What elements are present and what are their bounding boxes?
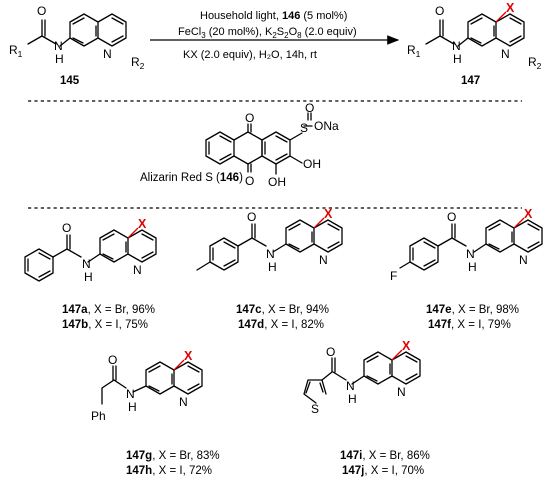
- nitrogen-atom: N: [54, 39, 63, 53]
- substrate-145: [27, 13, 127, 47]
- r2-atom: R2: [131, 55, 145, 71]
- hydrogen-atom: H: [55, 52, 64, 66]
- product-147i-label: 147i, X = Br, 86%: [340, 450, 430, 462]
- product-147h-label: 147h, X = I, 72%: [126, 465, 212, 477]
- oxygen-atom: O: [245, 111, 254, 125]
- substrate-label: 145: [60, 75, 80, 87]
- hydroxyl-label: OH: [303, 157, 321, 171]
- halogen-x-label: X: [324, 207, 333, 221]
- quinoline-nitrogen: N: [519, 253, 528, 267]
- quinoline-nitrogen: N: [501, 47, 510, 61]
- product-147a-147b: [24, 227, 157, 282]
- thiophene-sulfur: S: [311, 402, 319, 416]
- r2-atom: R2: [528, 55, 542, 71]
- hydrogen-atom: H: [468, 260, 477, 274]
- quinoline-nitrogen: N: [319, 253, 328, 267]
- product-147c-147d: [196, 217, 343, 271]
- product-147e-147f: [399, 217, 543, 271]
- product-147i-147j: [303, 349, 421, 404]
- alizarin-red-s-structure: [205, 112, 313, 175]
- oxygen-atom: O: [447, 210, 456, 224]
- oxygen-atom: O: [305, 101, 314, 115]
- halogen-x-label: X: [402, 339, 411, 353]
- product-147g-label: 147g, X = Br, 83%: [126, 450, 220, 462]
- halogen-x-label: X: [524, 207, 533, 221]
- nitrogen-atom: N: [466, 247, 475, 261]
- product-147c-label: 147c, X = Br, 94%: [236, 304, 329, 316]
- oxygen-atom: O: [435, 4, 444, 18]
- oxygen-atom: O: [37, 4, 46, 18]
- catalyst-name: Alizarin Red S (146): [140, 172, 243, 184]
- product-147a-label: 147a, X = Br, 96%: [62, 304, 155, 316]
- quinoline-nitrogen: N: [397, 385, 406, 399]
- hydroxyl-label: OH: [268, 175, 286, 189]
- product-147: [425, 11, 525, 47]
- nitrogen-atom: N: [266, 247, 275, 261]
- fluorine-atom: F: [390, 269, 397, 283]
- product-147b-label: 147b, X = I, 75%: [62, 319, 148, 331]
- sulfur-atom: S: [300, 121, 308, 135]
- nitrogen-atom: N: [452, 39, 461, 53]
- sodium-sulfonate-label: ONa: [314, 119, 339, 133]
- halogen-x-label: X: [506, 1, 515, 15]
- product-147d-label: 147d, X = I, 82%: [238, 319, 324, 331]
- product-147j-label: 147j, X = I, 70%: [342, 465, 424, 477]
- phenyl-label: Ph: [91, 409, 106, 423]
- oxygen-atom: O: [245, 174, 254, 188]
- hydrogen-atom: H: [268, 260, 277, 274]
- halogen-x-label: X: [138, 217, 147, 231]
- quinoline-nitrogen: N: [179, 395, 188, 409]
- nitrogen-atom: N: [346, 379, 355, 393]
- product-label: 147: [461, 75, 480, 87]
- r1-atom: R1: [9, 43, 23, 59]
- quinoline-nitrogen: N: [133, 263, 142, 277]
- oxygen-atom: O: [108, 353, 117, 367]
- quinoline-nitrogen: N: [103, 47, 112, 61]
- conditions-line-2: FeCl3 (20 mol%), K2S2O8 (2.0 equiv): [178, 26, 357, 40]
- product-147g-147h: [101, 359, 203, 405]
- hydrogen-atom: H: [128, 400, 137, 414]
- nitrogen-atom: N: [82, 257, 91, 271]
- hydrogen-atom: H: [453, 52, 462, 66]
- nitrogen-atom: N: [126, 387, 135, 401]
- oxygen-atom: O: [326, 345, 335, 359]
- oxygen-atom: O: [247, 210, 256, 224]
- oxygen-atom: O: [62, 221, 71, 235]
- hydrogen-atom: H: [84, 270, 93, 284]
- hydrogen-atom: H: [348, 392, 357, 406]
- conditions-line-3: KX (2.0 equiv), H₂O, 14h, rt: [183, 49, 317, 61]
- conditions-line-1: Household light, 146 (5 mol%): [200, 10, 347, 22]
- halogen-x-label: X: [184, 349, 193, 363]
- product-147f-label: 147f, X = I, 79%: [428, 319, 511, 331]
- r1-atom: R1: [407, 43, 421, 59]
- product-147e-label: 147e, X = Br, 98%: [426, 304, 519, 316]
